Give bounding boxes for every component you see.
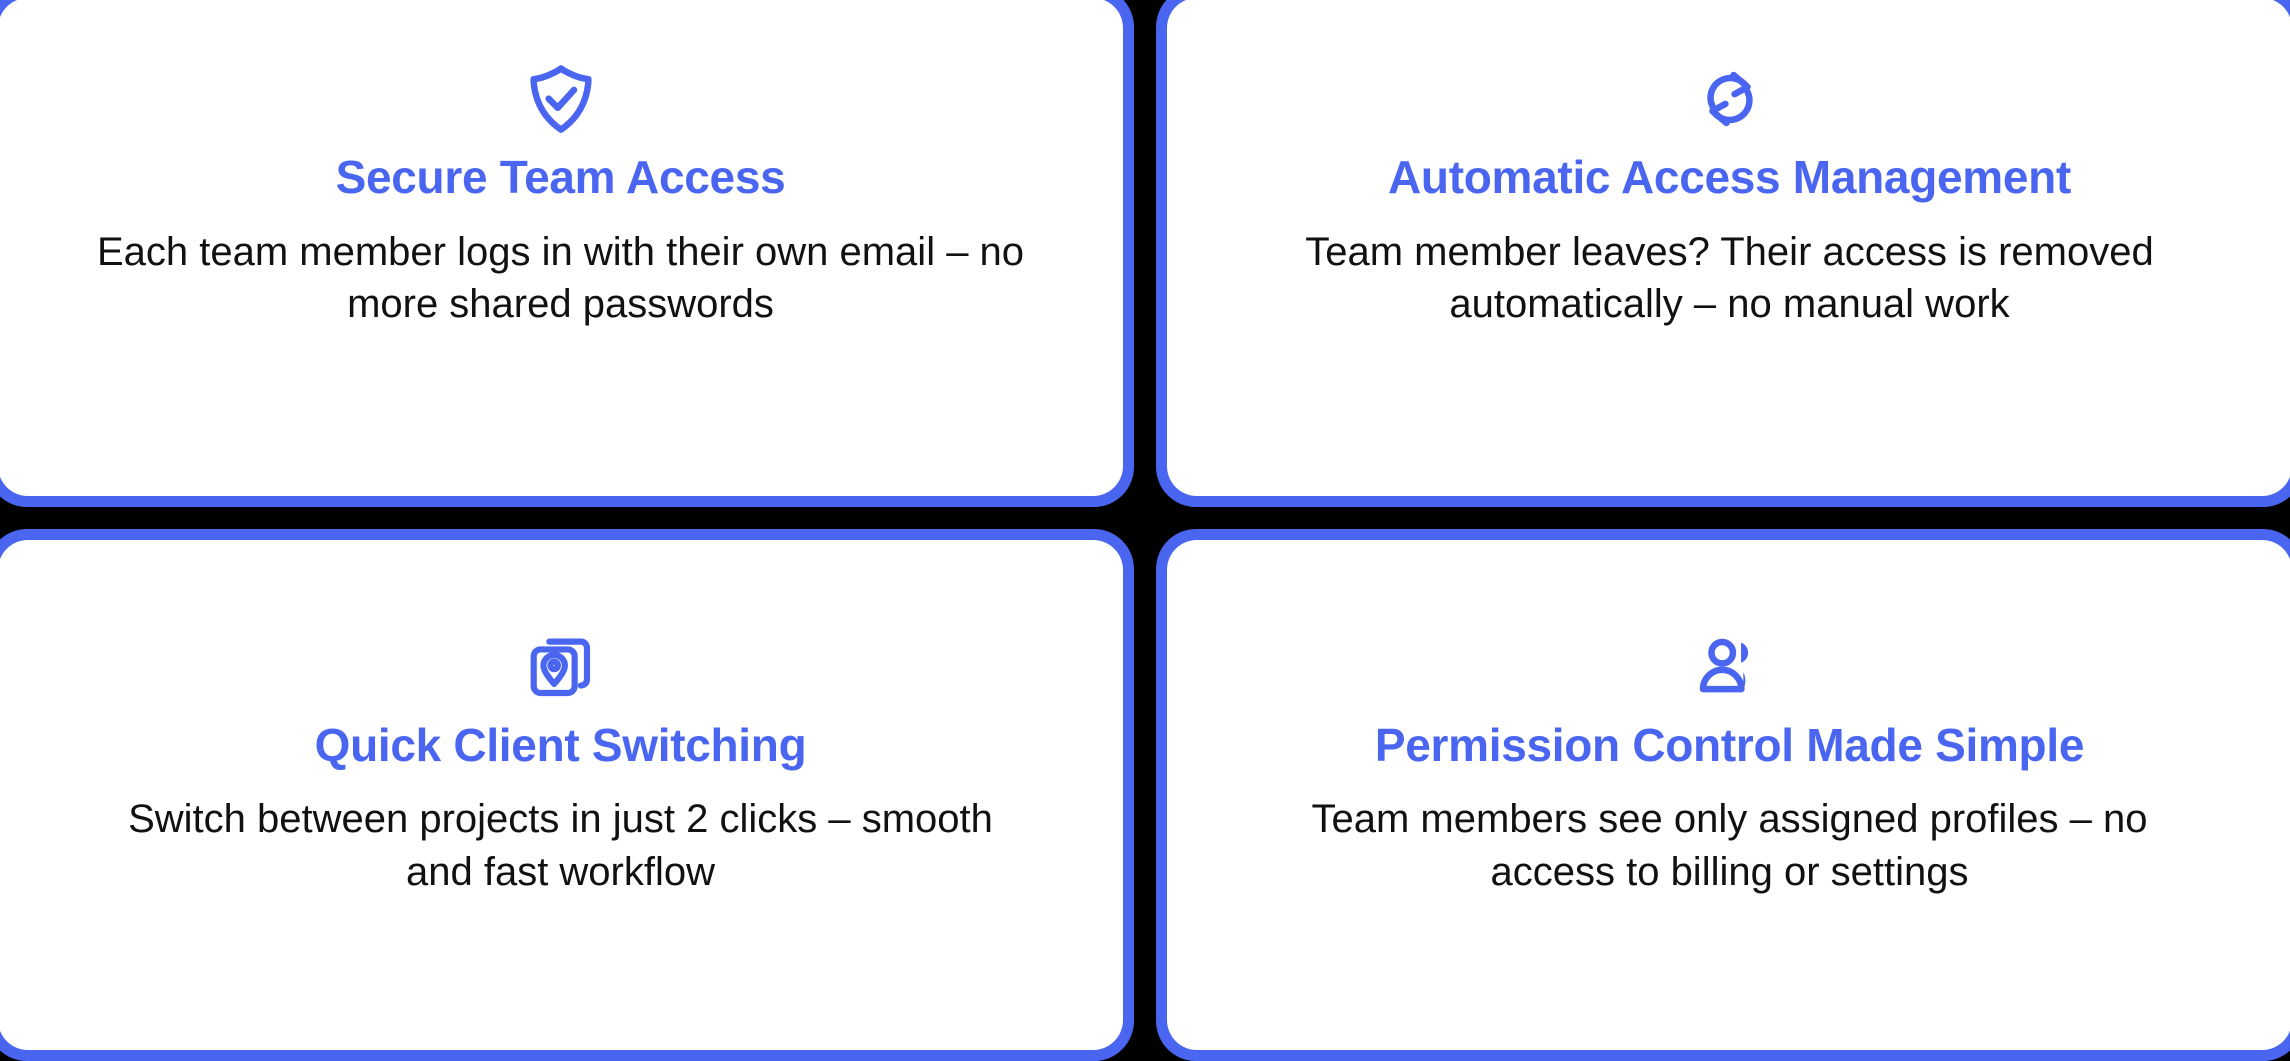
card-description: Team members see only assigned profiles … — [1260, 793, 2200, 899]
users-group-icon — [1691, 628, 1769, 706]
card-inner: Quick Client Switching Switch between pr… — [0, 540, 1123, 1051]
card-inner: Secure Team Access Each team member logs… — [0, 0, 1123, 496]
card-title: Quick Client Switching — [315, 720, 807, 772]
card-title: Automatic Access Management — [1388, 152, 2071, 204]
card-title: Permission Control Made Simple — [1375, 720, 2084, 772]
shield-check-icon — [522, 60, 600, 138]
card-inner: Automatic Access Management Team member … — [1167, 0, 2290, 496]
card-description: Team member leaves? Their access is remo… — [1260, 226, 2200, 332]
card-description: Each team member logs in with their own … — [91, 226, 1031, 332]
feature-card-automatic-access-management[interactable]: Automatic Access Management Team member … — [1156, 0, 2290, 507]
feature-card-grid: Secure Team Access Each team member logs… — [0, 0, 2290, 1035]
stacked-cards-pin-icon — [522, 628, 600, 706]
feature-card-secure-team-access[interactable]: Secure Team Access Each team member logs… — [0, 0, 1134, 507]
card-description: Switch between projects in just 2 clicks… — [91, 793, 1031, 899]
card-title: Secure Team Access — [336, 152, 786, 204]
feature-card-permission-control[interactable]: Permission Control Made Simple Team memb… — [1156, 529, 2290, 1061]
feature-card-quick-client-switching[interactable]: Quick Client Switching Switch between pr… — [0, 529, 1134, 1061]
refresh-cycle-icon — [1691, 60, 1769, 138]
card-inner: Permission Control Made Simple Team memb… — [1167, 540, 2290, 1051]
